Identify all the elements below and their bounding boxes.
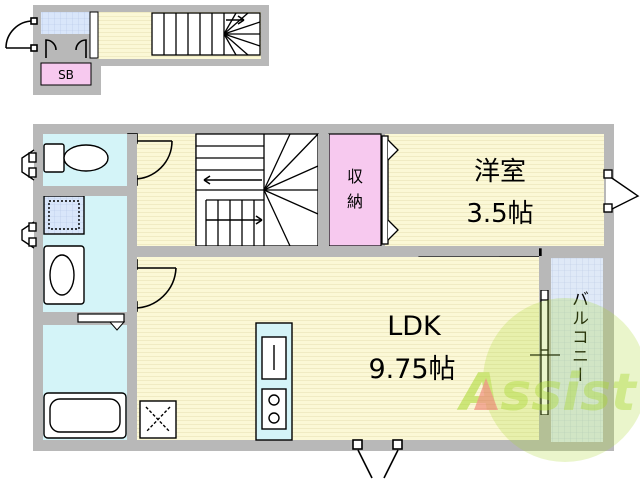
bath-door-sill	[77, 313, 125, 323]
interior-walls	[43, 134, 614, 442]
storage-doors	[381, 135, 399, 245]
western-room-label-2: 3.5帖	[466, 199, 533, 229]
upper-wall-stub	[89, 11, 99, 59]
main-staircase	[195, 133, 319, 247]
upper-staircase	[151, 12, 261, 56]
toilet-fixture	[43, 143, 109, 173]
hall-floor	[137, 134, 195, 246]
washroom-window	[21, 221, 37, 249]
balcony-label: バルコニー	[568, 290, 588, 385]
main-floor: 収 納 洋室 3.5帖	[21, 124, 640, 479]
sb-storage	[40, 62, 92, 86]
washing-machine-pan	[43, 195, 85, 235]
entrance-door	[352, 439, 403, 479]
upper-wet-floor	[41, 12, 91, 34]
storage-label-2: 納	[347, 192, 363, 211]
western-room-label-1: 洋室	[474, 157, 526, 187]
bathtub	[43, 392, 127, 439]
western-room-window	[603, 169, 640, 213]
upper-double-door	[45, 39, 87, 58]
assist-watermark: Assist	[456, 298, 640, 462]
upper-floor: SB	[5, 5, 269, 95]
ldk-label-1: LDK	[387, 311, 442, 342]
kitchen-counter	[255, 322, 293, 441]
bath-door-mark	[108, 321, 126, 331]
upper-entry-door	[5, 17, 38, 52]
wash-basin	[43, 245, 85, 305]
watermark-text: Assist	[456, 363, 638, 423]
toilet-window	[21, 149, 37, 181]
fridge-space	[139, 400, 177, 439]
ldk-label-2: 9.75帖	[368, 354, 455, 385]
balcony-floor	[551, 258, 603, 442]
sb-label: SB	[58, 68, 74, 82]
storage-closet	[328, 133, 382, 247]
ldk-floor	[137, 257, 539, 440]
storage-label-1: 収	[347, 167, 363, 186]
western-room-floor	[385, 134, 604, 246]
